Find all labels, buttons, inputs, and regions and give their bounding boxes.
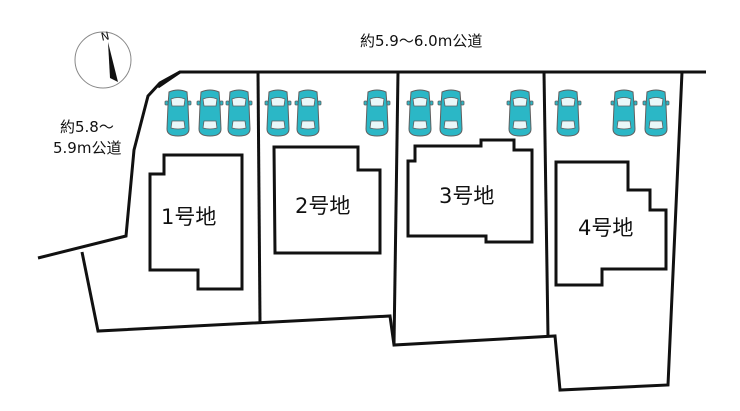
building-lot-4 — [554, 160, 668, 287]
building-lot-1 — [148, 153, 244, 291]
parking-lot-4 — [554, 89, 670, 137]
building-lot-2 — [272, 145, 382, 255]
car-icon — [506, 89, 534, 137]
parking-lot-2 — [264, 89, 391, 137]
road-label-west-line1: 約5.8～ — [60, 118, 114, 136]
compass: N — [74, 29, 132, 89]
building-lot-3 — [406, 138, 534, 244]
car-icon — [225, 89, 253, 137]
car-icon — [294, 89, 322, 137]
road-edge-west — [37, 70, 181, 260]
car-icon — [196, 89, 224, 137]
car-icon — [437, 89, 465, 137]
north-arrow-icon — [108, 42, 118, 82]
lot-divider-3-4 — [542, 71, 550, 338]
parking-lot-1 — [164, 89, 253, 137]
lot-label-4: 4号地 — [578, 216, 633, 240]
lot-label-1: 1号地 — [161, 205, 216, 229]
road-label-north: 約5.9～6.0m公道 — [360, 32, 482, 50]
car-icon — [610, 89, 638, 137]
car-icon — [554, 89, 582, 137]
site-boundary — [80, 71, 684, 392]
car-icon — [642, 89, 670, 137]
lot-divider-2-3 — [392, 71, 400, 346]
lot-label-2: 2号地 — [295, 194, 350, 218]
north-label: N — [100, 29, 111, 43]
car-icon — [363, 89, 391, 137]
car-icon — [264, 89, 292, 137]
lot-divider-1-2 — [256, 71, 262, 323]
car-icon — [406, 89, 434, 137]
parking-lot-3 — [406, 89, 534, 137]
car-icon — [164, 89, 192, 137]
lot-label-3: 3号地 — [439, 184, 494, 208]
road-edge-north — [157, 70, 706, 89]
road-label-west-line2: 5.9m公道 — [53, 139, 121, 157]
